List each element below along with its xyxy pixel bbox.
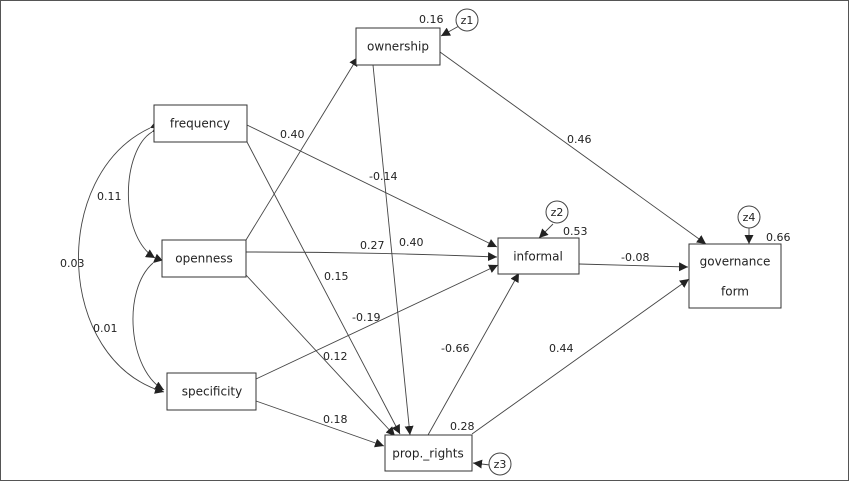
path-specificity-informal xyxy=(255,264,499,380)
path-openness-ownership xyxy=(245,56,359,241)
r2-informal: 0.53 xyxy=(563,225,588,238)
node-ownership: ownership xyxy=(355,27,441,66)
node-governance-label-line1: governance xyxy=(700,255,771,269)
error-z2: z2 xyxy=(545,200,569,224)
coef-specificity-prop-rights: 0.18 xyxy=(323,413,348,426)
path-specificity-prop-rights xyxy=(255,400,385,448)
path-prop-rights-governance xyxy=(471,278,690,435)
node-specificity: specificity xyxy=(166,372,257,411)
coef-frequency-informal: 0.40 xyxy=(399,236,424,249)
coef-openness-informal: 0.27 xyxy=(360,239,385,252)
coef-frequency-prop-rights: 0.15 xyxy=(324,270,349,283)
r2-governance: 0.66 xyxy=(766,231,791,244)
node-prop-rights: prop._rights xyxy=(384,434,473,472)
coef-prop-rights-governance: 0.44 xyxy=(549,342,574,355)
error-z4: z4 xyxy=(737,205,761,229)
error-z4-label: z4 xyxy=(743,211,756,224)
coef-openness-prop-rights: 0.12 xyxy=(323,350,348,363)
coef-ownership-governance: 0.46 xyxy=(567,133,592,146)
error-z2-label: z2 xyxy=(551,206,564,219)
corr-coef-frequency-specificity: 0.03 xyxy=(60,257,85,270)
node-informal-label: informal xyxy=(513,250,563,264)
node-openness-label: openness xyxy=(175,252,232,266)
node-ownership-label: ownership xyxy=(367,40,429,54)
error-z1-arrow xyxy=(440,25,460,37)
coef-specificity-informal: -0.19 xyxy=(352,311,380,324)
coef-prop-rights-informal: -0.66 xyxy=(441,342,469,355)
error-z2-arrow xyxy=(538,223,554,239)
path-openness-prop-rights xyxy=(245,274,396,437)
coef-ownership-prop-rights: -0.14 xyxy=(369,170,397,183)
path-ownership-prop-rights xyxy=(372,64,414,436)
error-z1: z1 xyxy=(455,8,479,32)
coef-informal-governance: -0.08 xyxy=(621,251,649,264)
corr-openness-specificity xyxy=(132,253,165,391)
r2-ownership: 0.16 xyxy=(419,13,444,26)
path-openness-informal xyxy=(245,251,498,262)
path-prop-rights-informal xyxy=(427,272,520,436)
node-prop-rights-label: prop._rights xyxy=(392,447,464,461)
error-z3-arrow xyxy=(472,459,491,469)
node-informal: informal xyxy=(497,237,580,275)
node-frequency: frequency xyxy=(153,104,248,143)
path-ownership-governance xyxy=(439,51,707,245)
error-z3: z3 xyxy=(488,452,512,476)
path-informal-governance xyxy=(578,262,689,272)
coef-openness-ownership: 0.40 xyxy=(280,128,305,141)
corr-coef-frequency-openness: 0.11 xyxy=(97,190,122,203)
error-z1-label: z1 xyxy=(461,14,474,27)
error-z3-label: z3 xyxy=(494,458,507,471)
path-frequency-informal xyxy=(246,124,498,248)
corr-coef-openness-specificity: 0.01 xyxy=(93,322,118,335)
node-governance-label-line2: form xyxy=(721,285,749,299)
corr-frequency-openness xyxy=(128,123,163,259)
corr-frequency-specificity xyxy=(78,120,165,394)
node-governance-form: governance form xyxy=(688,243,782,309)
path-frequency-prop-rights xyxy=(246,141,401,435)
node-specificity-label: specificity xyxy=(182,385,242,399)
node-openness: openness xyxy=(161,239,247,278)
node-frequency-label: frequency xyxy=(170,117,230,131)
r2-prop-rights: 0.28 xyxy=(450,420,475,433)
